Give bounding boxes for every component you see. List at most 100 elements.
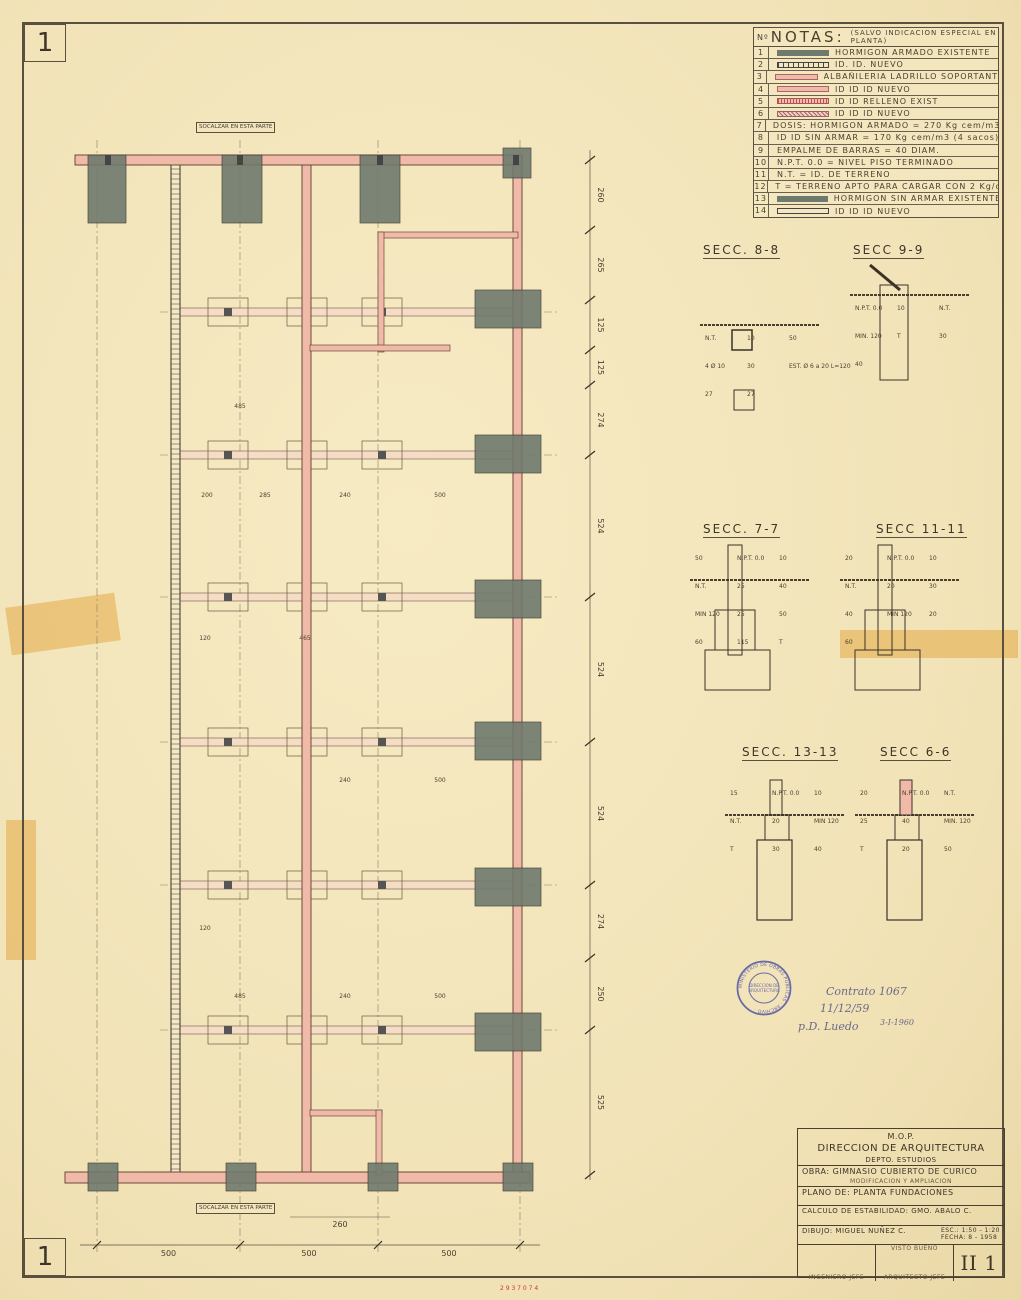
- section-label: T: [730, 846, 734, 853]
- wall-section: [769, 779, 783, 816]
- dimension-tick: [584, 1170, 596, 1180]
- footing-base: [854, 649, 921, 691]
- column: [378, 1026, 386, 1034]
- dimension-label: 500: [301, 1249, 316, 1258]
- dimension-label: 260: [332, 1220, 347, 1229]
- stirrup-detail: [733, 389, 755, 411]
- notes-row-text: EMPALME DE BARRAS = 40 DIAM.: [777, 145, 940, 155]
- legend-swatch-icon: [777, 110, 829, 117]
- dimension-label: 240: [339, 492, 351, 499]
- small-footing: [361, 440, 403, 470]
- dimension-label: 274: [596, 914, 605, 929]
- archive-stamp: MINISTERIO DE OBRAS PUBLICAS · ARCHIVO ·…: [736, 960, 792, 1016]
- existing-footing: [359, 154, 401, 224]
- section-label: 20: [902, 846, 910, 853]
- dimension-tick: [584, 592, 596, 602]
- section-label: N.T.: [845, 583, 857, 590]
- dimension-tick: [373, 1240, 383, 1250]
- handwriting-contract: Contrato 1067: [826, 985, 907, 998]
- column: [224, 1026, 232, 1034]
- tb-calculo: CALCULO DE ESTABILIDAD: GMO. ABALO C.: [798, 1206, 1004, 1226]
- section-title: SECC 9-9: [853, 243, 925, 259]
- notes-row-number: 11: [754, 168, 769, 181]
- section-label: N.P.T. 0.0: [737, 555, 765, 562]
- small-footing: [207, 297, 249, 327]
- existing-footing: [225, 1162, 257, 1192]
- column: [105, 155, 111, 165]
- stair-beam: [869, 263, 901, 292]
- small-footing: [361, 870, 403, 900]
- tb-plate-number: II 1: [960, 1251, 998, 1275]
- notes-row-number: 1: [754, 47, 769, 59]
- dimension-tick: [584, 380, 596, 390]
- dimension-tick: [584, 450, 596, 460]
- small-footing: [207, 870, 249, 900]
- dimension-tick: [584, 155, 596, 165]
- tape-strip: [6, 820, 36, 960]
- section-label: 30: [929, 583, 937, 590]
- section-label: EST. Ø 6 a 20 L=120: [789, 363, 851, 370]
- section-label: MIN 120: [814, 818, 839, 825]
- dimension-label: 524: [596, 806, 605, 821]
- existing-footing: [474, 867, 542, 907]
- beam-section: [731, 329, 753, 351]
- notes-row-number: 7: [754, 120, 767, 132]
- column: [513, 155, 519, 165]
- bottom-brick-wall: [64, 1171, 531, 1184]
- section-title: SECC. 8-8: [703, 243, 781, 259]
- small-footing: [207, 727, 249, 757]
- small-footing: [361, 1015, 403, 1045]
- notes-row-number: 10: [754, 156, 769, 168]
- notes-row-text: T = TERRENO APTO PARA CARGAR CON 2 Kg/cm…: [775, 182, 998, 192]
- notes-header: Nº NOTAS: (SALVO INDICACION ESPECIAL EN …: [754, 28, 998, 47]
- dimension-label: 500: [441, 1249, 456, 1258]
- dimension-label: 200: [201, 492, 213, 499]
- section-label: 25: [737, 611, 745, 618]
- notes-row-number: 2: [754, 59, 769, 71]
- dimension-label: 120: [199, 925, 211, 932]
- section-label: 10: [747, 335, 755, 342]
- notes-row-text: DOSIS: HORMIGON ARMADO = 270 Kg cem/m3 (…: [772, 121, 998, 131]
- stamp-inner-text: DIRECCION DE ARQUITECTURA: [748, 983, 780, 993]
- legend-swatch-icon: [777, 208, 829, 215]
- partition-wall: [377, 231, 519, 239]
- left-wall-new: [170, 159, 181, 1176]
- existing-footing: [221, 154, 263, 224]
- dimension-label: 485: [234, 403, 246, 410]
- legend-swatch-icon: [777, 98, 829, 105]
- section-label: 20: [772, 818, 780, 825]
- column: [237, 155, 243, 165]
- footing-base: [704, 649, 771, 691]
- notes-row-text: HORMIGON ARMADO EXISTENTE: [835, 48, 991, 58]
- title-block: M.O.P. DIRECCION DE ARQUITECTURA DEPTO. …: [797, 1128, 1005, 1281]
- tb-escala: ESC.: 1:50 - 1:20: [940, 1227, 1000, 1234]
- handwriting-date2: 3-I-1960: [880, 1018, 915, 1027]
- section-label: 10: [814, 790, 822, 797]
- dimension-label: 500: [434, 777, 446, 784]
- existing-footing: [474, 289, 542, 329]
- column: [378, 738, 386, 746]
- section-label: 25: [737, 583, 745, 590]
- dimension-label: 500: [434, 492, 446, 499]
- dimension-label: 260: [596, 187, 605, 202]
- section-label: N.T.: [695, 583, 707, 590]
- column: [224, 451, 232, 459]
- section-label: 40: [779, 583, 787, 590]
- tb-ministry: M.O.P.: [887, 1132, 915, 1141]
- sheet-number-top: 1: [24, 24, 66, 62]
- dimension-tick: [584, 295, 596, 305]
- tb-obra: OBRA: GIMNASIO CUBIERTO DE CURICO: [802, 1167, 978, 1176]
- dimension-label: 524: [596, 662, 605, 677]
- dimension-label: 285: [259, 492, 271, 499]
- dimension-tick: [584, 345, 596, 355]
- tb-department: DEPTO. ESTUDIOS: [798, 1155, 1004, 1166]
- top-brick-wall: [74, 154, 523, 166]
- section-label: N.P.T. 0.0: [772, 790, 800, 797]
- partition-wall: [309, 1109, 383, 1117]
- dimension-label: 120: [199, 635, 211, 642]
